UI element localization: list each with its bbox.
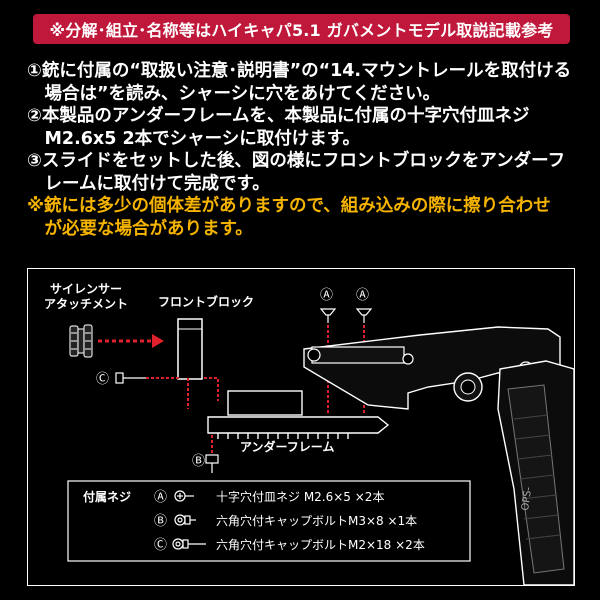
gun-marking: OPS- bbox=[520, 486, 534, 512]
front-block-icon bbox=[177, 318, 203, 380]
instruction-line: ②本製品のアンダーフレームを、本製品に付属の十字穴付皿ネジ bbox=[27, 106, 530, 126]
marker-a-2: Ⓐ bbox=[356, 288, 369, 303]
silencer-label-2: アタッチメント bbox=[44, 297, 128, 311]
instruction-line: ①銃に付属の“取扱い注意･説明書”の“14.マウントレールを取付ける bbox=[27, 61, 572, 81]
cap-bolt-b-icon bbox=[205, 454, 219, 473]
assembly-diagram: サイレンサー アタッチメント フロントブロック Ⓒ bbox=[44, 282, 575, 586]
warning-line: ※銃には多少の個体差がありますので、組み込みの際に擦り合わせ bbox=[27, 196, 551, 216]
flat-screw-a-icon bbox=[319, 308, 373, 323]
instruction-line: 場合は”を読み、シャーシに穴をあけてください。 bbox=[27, 83, 441, 104]
instruction-line: ③スライドをセットした後、図の様にフロントブロックをアンダーフ bbox=[27, 151, 566, 171]
under-frame-icon bbox=[207, 390, 390, 439]
diagram-panel: サイレンサー アタッチメント フロントブロック Ⓒ bbox=[27, 268, 575, 586]
legend-text-a: 十字穴付皿ネジ M2.6×5 ×2本 bbox=[216, 489, 384, 504]
legend-marker-a: Ⓐ bbox=[154, 490, 167, 505]
instructions: ①銃に付属の“取扱い注意･説明書”の“14.マウントレールを取付ける 場合は”を… bbox=[27, 60, 587, 240]
flat-screw-icon bbox=[174, 490, 194, 502]
front-block-label: フロントブロック bbox=[158, 294, 254, 309]
marker-c: Ⓒ bbox=[96, 372, 109, 387]
marker-a-1: Ⓐ bbox=[320, 288, 333, 303]
marker-b: Ⓑ bbox=[192, 454, 205, 469]
hex-bolt-short-icon bbox=[174, 514, 196, 526]
hex-bolt-long-icon bbox=[172, 538, 206, 550]
instruction-line: M2.6x5 2本でシャーシに取付けます。 bbox=[27, 128, 361, 149]
instruction-line: レームに取付けて完成です。 bbox=[27, 173, 270, 194]
screw-legend: 付属ネジ Ⓐ 十字穴付皿ネジ M2.6×5 ×2本 Ⓑ 六角穴付キャップボルトM… bbox=[67, 480, 471, 562]
legend-marker-c: Ⓒ bbox=[154, 538, 167, 553]
silencer-label-1: サイレンサー bbox=[50, 282, 122, 296]
pistol-illustration: OPS- bbox=[303, 326, 575, 586]
silencer-attachment-icon bbox=[69, 324, 93, 358]
reference-banner: ※分解･組立･名称等はハイキャパ5.1 ガバメントモデル取説記載参考 bbox=[33, 14, 570, 44]
under-frame-label: アンダーフレーム bbox=[240, 439, 334, 454]
screw-legend-title: 付属ネジ bbox=[83, 489, 131, 504]
block-drop-line bbox=[204, 377, 219, 401]
legend-text-b: 六角穴付キャップボルトM3×8 ×1本 bbox=[216, 513, 417, 528]
legend-marker-b: Ⓑ bbox=[154, 514, 167, 529]
cap-bolt-c-icon bbox=[115, 372, 146, 384]
legend-text-c: 六角穴付キャップボルトM2×18 ×2本 bbox=[216, 537, 425, 552]
insert-arrow-icon bbox=[98, 334, 164, 348]
warning-line: が必要な場合があります。 bbox=[27, 218, 253, 239]
